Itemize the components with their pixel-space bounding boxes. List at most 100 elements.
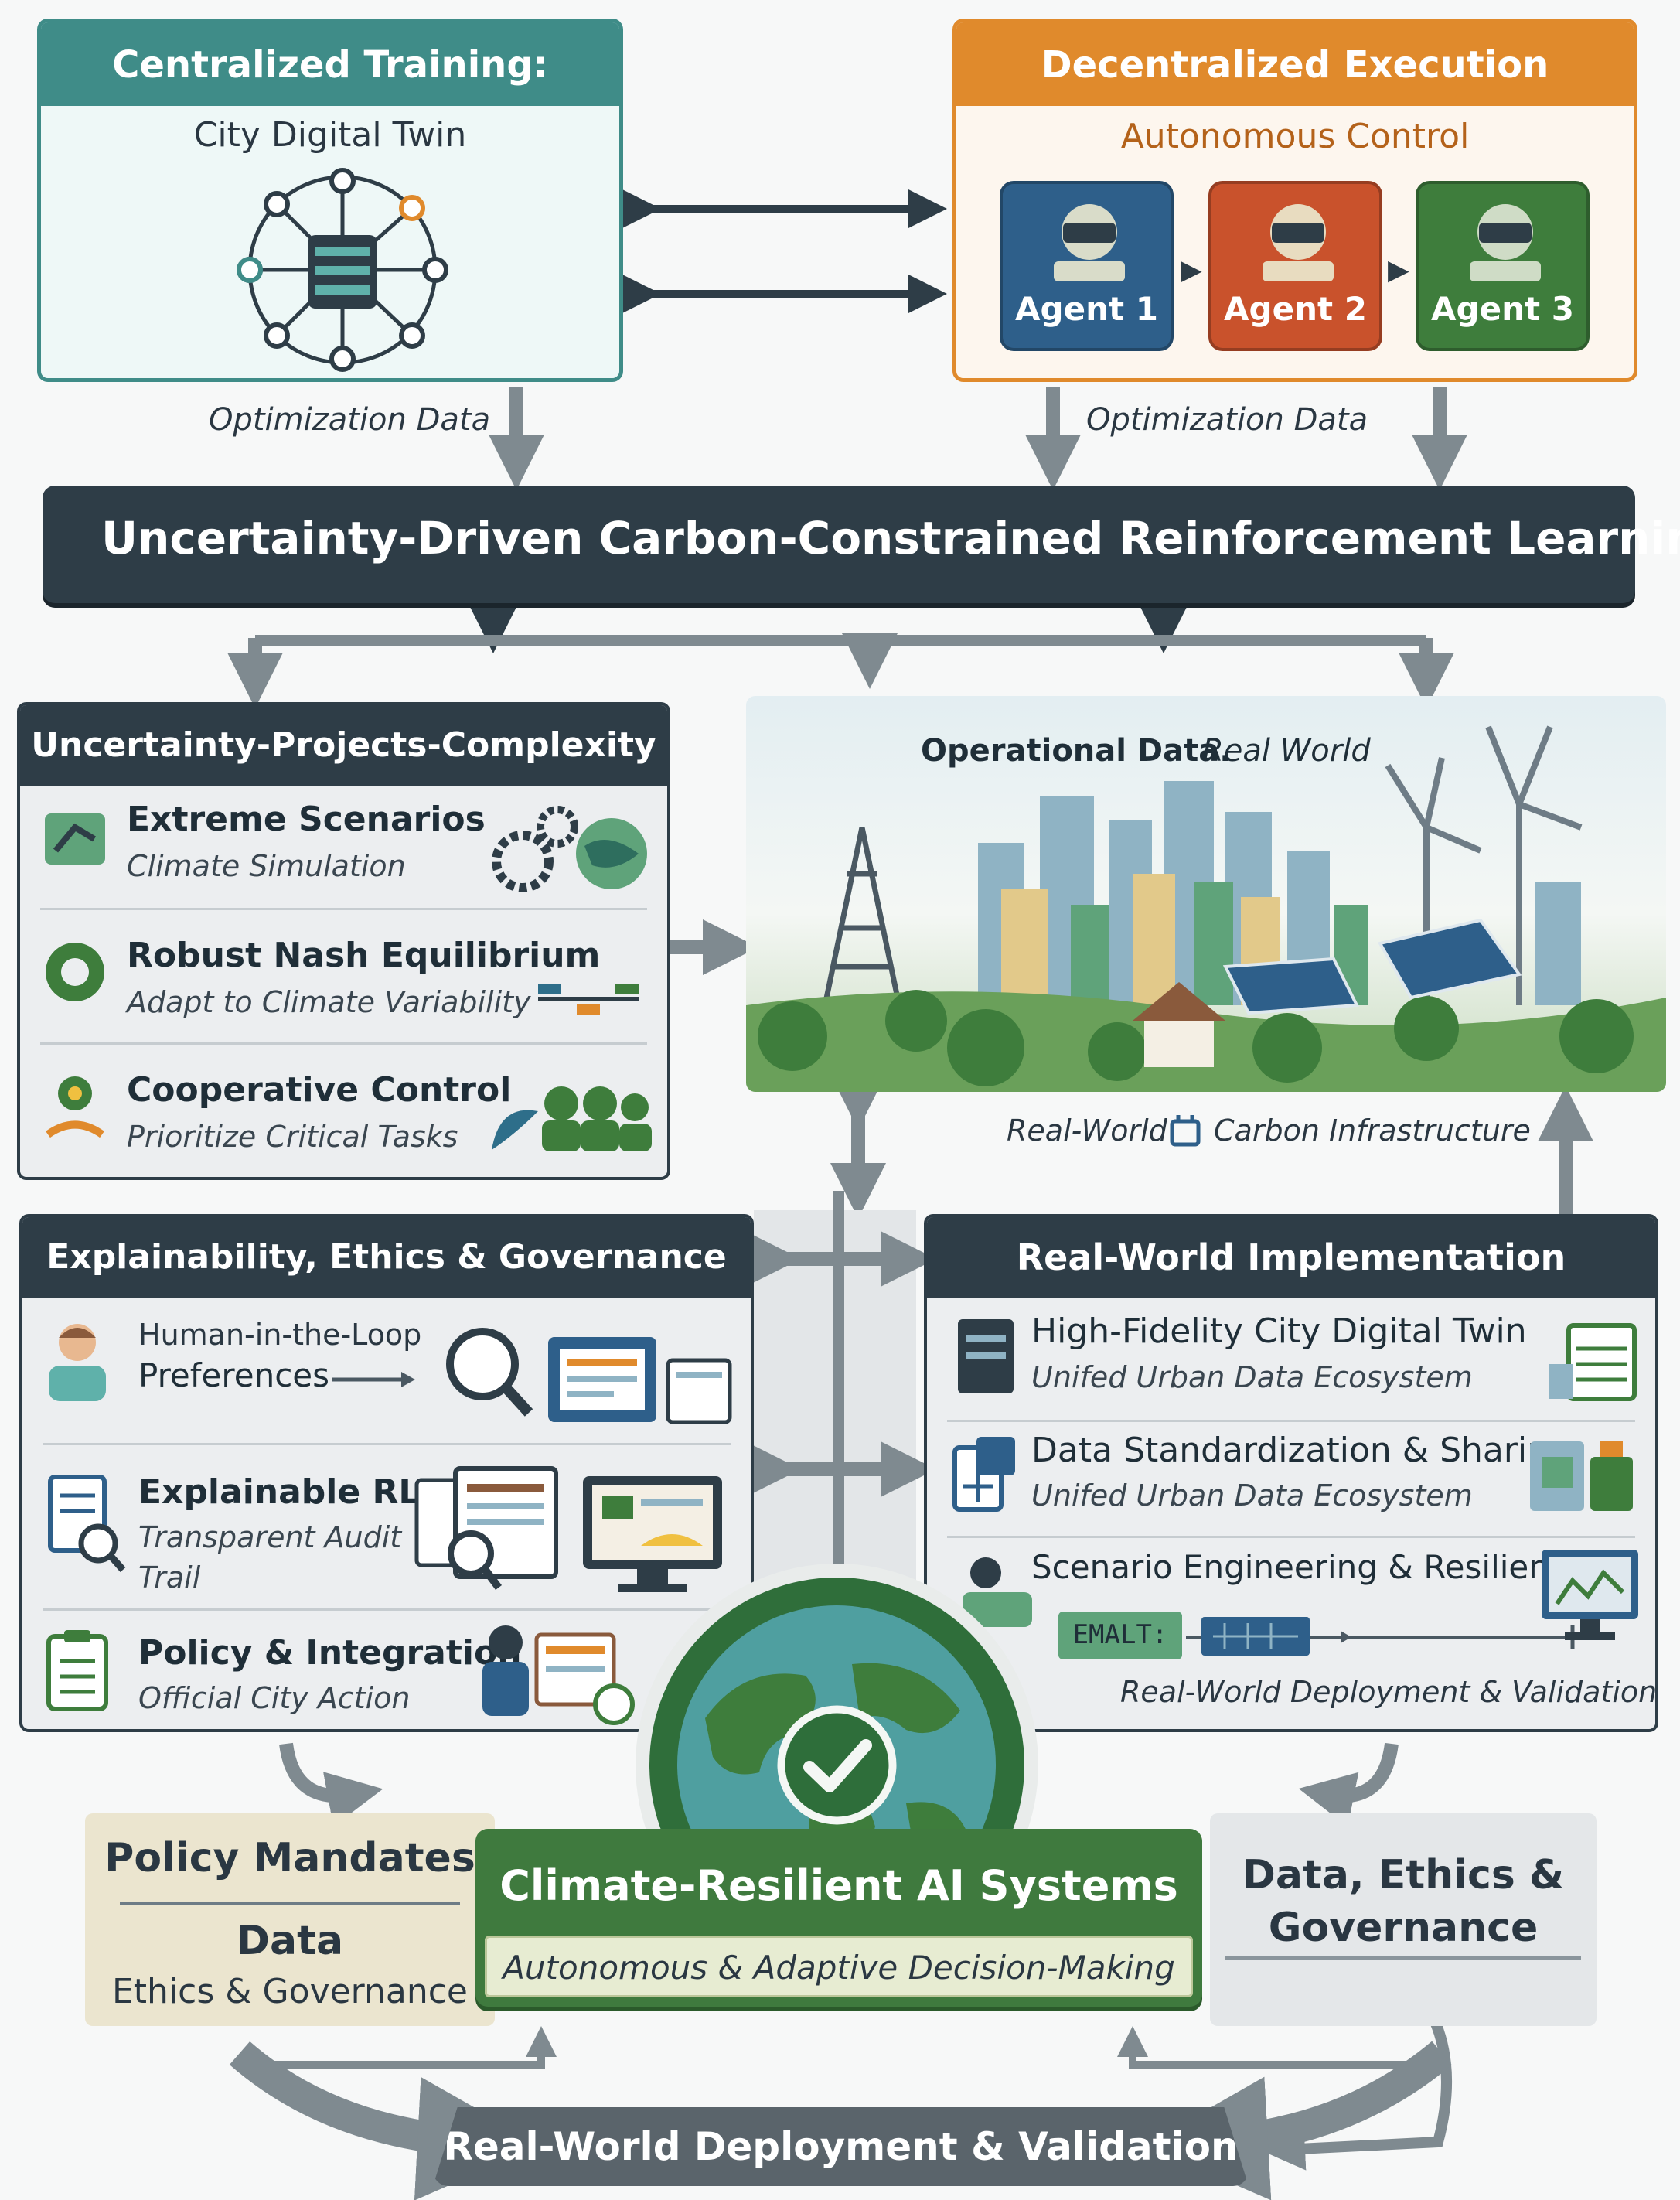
swoosh-left	[229, 2041, 541, 2200]
operational-title-italic: Real World	[1202, 733, 1371, 769]
implementation-separator-2	[947, 1536, 1635, 1538]
data-ethics-line1: Data, Ethics &	[1242, 1852, 1565, 1898]
decentralized-execution-title: Decentralized Execution	[1041, 43, 1549, 87]
robust-nash-title: Robust Nash Equilibrium	[127, 936, 601, 975]
uncertainty-separator-2	[40, 1042, 647, 1045]
uncertainty-panel: Uncertainty-Projects-Complexity Extreme …	[17, 702, 670, 1180]
deployment-bar: Real-World Deployment & Validation	[433, 2107, 1249, 2186]
digital-twin-book-icon	[958, 1319, 1014, 1393]
city-digital-twin-label: City Digital Twin	[193, 115, 467, 155]
balance-icon	[538, 984, 639, 1015]
agent-2-label: Agent 2	[1224, 290, 1367, 328]
person-icon	[49, 1324, 106, 1401]
decentralized-execution-header: Decentralized Execution	[956, 22, 1634, 106]
decision-making-label: Autonomous & Adaptive Decision-Making	[503, 1949, 1175, 1987]
pipeline-diagram	[1186, 1617, 1580, 1656]
arrow-right-icon	[332, 1372, 415, 1387]
real-world-caption: Real-World	[1007, 1114, 1167, 1148]
climate-resilient-panel: Climate-Resilient AI Systems Autonomous …	[475, 1829, 1202, 2007]
ethics-header: Explainability, Ethics & Governance	[22, 1217, 751, 1298]
officials-icon	[482, 1625, 635, 1725]
extreme-scenarios-icon	[45, 813, 105, 865]
official-city-action-subtitle: Official City Action	[138, 1681, 411, 1715]
policy-integration-title: Policy & Integration	[138, 1633, 522, 1673]
transparent-audit-line1: Transparent Audit	[138, 1520, 402, 1554]
deployment-validation-caption: Real-World Deployment & Validation	[1120, 1675, 1658, 1709]
cooperative-control-title: Cooperative Control	[127, 1070, 512, 1110]
data-ethics-governance-panel: Data, Ethics & Governance	[1210, 1813, 1597, 2026]
ethics-separator-2	[43, 1608, 731, 1611]
climate-resilient-title: Climate-Resilient AI Systems	[499, 1861, 1178, 1910]
operational-data-panel: Operational Data. Real World	[746, 696, 1666, 1092]
implementation-header: Real-World Implementation	[927, 1217, 1655, 1298]
cooperative-control-icon	[46, 1076, 104, 1138]
ethics-governance-label: Ethics & Governance	[111, 1972, 468, 2011]
agent-3-card: Agent 3	[1416, 181, 1590, 351]
autonomous-control-label: Autonomous Control	[1120, 117, 1470, 156]
adapt-climate-subtitle: Adapt to Climate Variability	[127, 985, 531, 1019]
main-rl-title: Uncertainty-Driven Carbon-Constrained Re…	[101, 512, 1680, 564]
unifed-ecosystem-subtitle-1: Unifed Urban Data Ecosystem	[1031, 1360, 1473, 1394]
centralized-training-title: Centralized Training:	[112, 43, 548, 87]
uncertainty-separator-1	[40, 908, 647, 910]
data-ethics-line2: Governance	[1268, 1905, 1539, 1951]
agent-robot-icon	[1054, 204, 1125, 281]
data-sharing-icon	[952, 1437, 1015, 1512]
implementation-separator-1	[947, 1420, 1635, 1422]
agent-2-card: Agent 2	[1208, 181, 1382, 351]
data-ethics-divider	[1225, 1956, 1581, 1960]
agent-robot-icon	[1470, 204, 1541, 281]
prioritize-tasks-subtitle: Prioritize Critical Tasks	[127, 1120, 458, 1154]
optimization-data-left: Optimization Data	[209, 402, 491, 438]
curved-arrow-right	[1298, 1742, 1399, 1827]
dashboard-monitor-icon	[1542, 1550, 1638, 1640]
ethics-separator-1	[43, 1443, 731, 1445]
centralized-training-panel: Centralized Training: City Digital Twin	[37, 19, 623, 382]
agent-3-label: Agent 3	[1431, 290, 1574, 328]
centralized-training-header: Centralized Training:	[41, 22, 619, 106]
agent-1-card: Agent 1	[1000, 181, 1174, 351]
carbon-infrastructure-caption: Carbon Infrastructure	[1214, 1114, 1531, 1148]
ethics-title: Explainability, Ethics & Governance	[46, 1237, 727, 1277]
deployment-bar-label: Real-World Deployment & Validation	[443, 2124, 1239, 2169]
agent-robot-icon	[1263, 204, 1334, 281]
city-skyline-illustration	[746, 725, 1666, 1092]
transparent-audit-line2: Trail	[138, 1560, 201, 1595]
chip-folder-icon	[1530, 1441, 1633, 1511]
ethics-governance-panel: Explainability, Ethics & Governance Huma…	[19, 1214, 754, 1732]
optimization-data-right: Optimization Data	[1086, 402, 1368, 438]
policy-divider	[120, 1902, 460, 1905]
curved-arrow-left	[279, 1742, 383, 1827]
operational-title-bold: Operational Data.	[921, 733, 1232, 769]
explainable-rl-title: Explainable RL	[138, 1472, 421, 1512]
high-fidelity-title: High-Fidelity City Digital Twin	[1031, 1311, 1527, 1351]
uncertainty-header: Uncertainty-Projects-Complexity	[20, 705, 667, 786]
data-standardization-title: Data Standardization & Sharing	[1031, 1431, 1570, 1470]
scenario-engineering-title: Scenario Engineering & Resilience	[1031, 1548, 1587, 1586]
human-in-loop-label: Human-in-the-Loop	[138, 1318, 422, 1352]
implementation-title: Real-World Implementation	[1016, 1236, 1566, 1278]
unifed-ecosystem-subtitle-2: Unifed Urban Data Ecosystem	[1031, 1479, 1473, 1513]
scenario-engineering-icon	[963, 1557, 1032, 1627]
agent-arrow-1: ▶	[1181, 254, 1202, 286]
digital-twin-network-icon	[237, 168, 448, 372]
checkmark-icon	[777, 1705, 897, 1825]
decision-making-strip: Autonomous & Adaptive Decision-Making	[485, 1936, 1193, 1997]
document-magnifier-icon	[48, 1475, 126, 1572]
agent-arrow-2: ▶	[1388, 254, 1409, 286]
decentralized-execution-panel: Decentralized Execution Autonomous Contr…	[952, 19, 1637, 382]
carbon-infrastructure-icon	[1170, 1115, 1201, 1147]
magnifier-documents-icon	[446, 1328, 732, 1424]
extreme-scenarios-title: Extreme Scenarios	[127, 800, 486, 839]
loop-arrow-right	[1117, 2026, 1430, 2069]
emalt-chip: EMALT:	[1058, 1612, 1182, 1659]
uncertainty-title: Uncertainty-Projects-Complexity	[31, 725, 656, 765]
preferences-label: Preferences	[138, 1356, 330, 1394]
real-world-implementation-panel: Real-World Implementation High-Fidelity …	[924, 1214, 1658, 1732]
loop-arrow-left	[247, 2026, 557, 2069]
team-icon	[492, 1086, 652, 1151]
documents-monitor-icon	[414, 1466, 722, 1592]
clipboard-icon	[46, 1630, 108, 1711]
agent-1-label: Agent 1	[1015, 290, 1158, 328]
climate-simulation-subtitle: Climate Simulation	[127, 849, 406, 883]
